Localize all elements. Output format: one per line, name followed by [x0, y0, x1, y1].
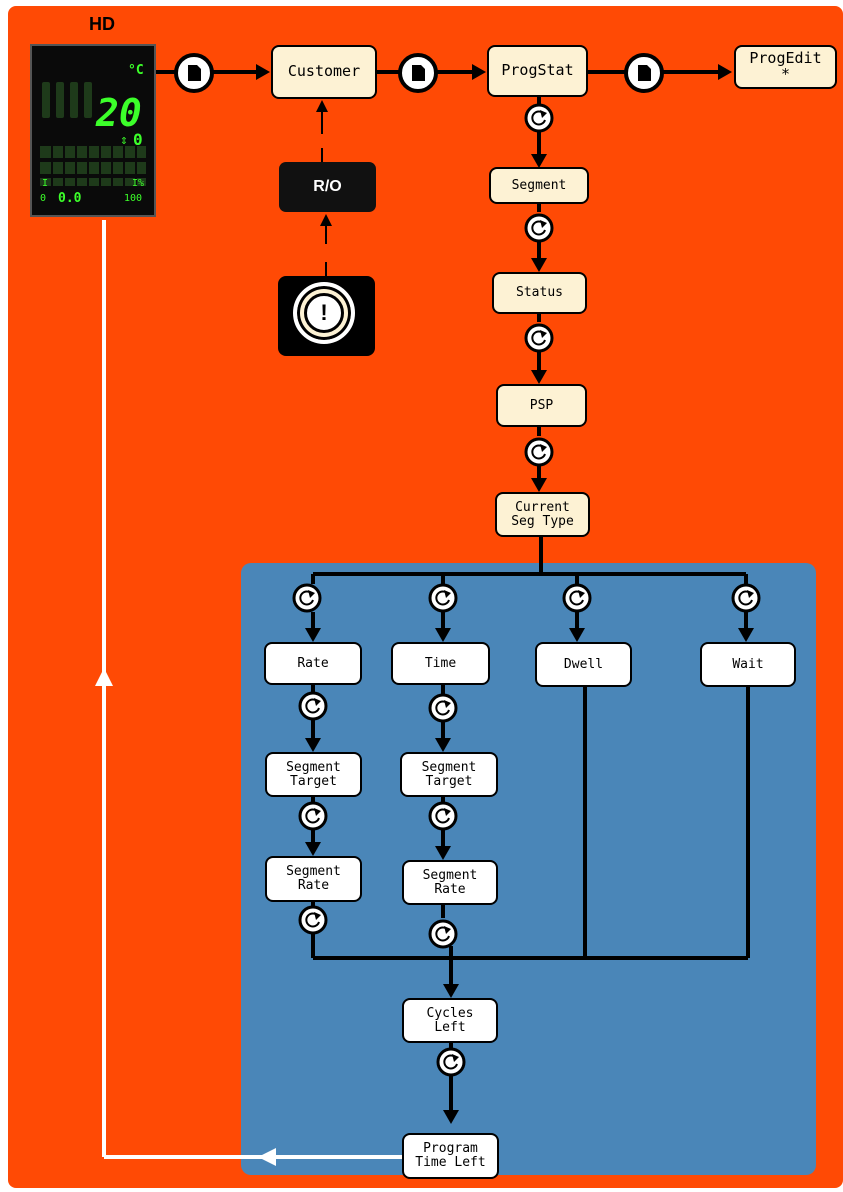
display-unit: °C [128, 63, 144, 78]
page-button-2[interactable] [398, 53, 438, 93]
read-only-node: R/O [279, 162, 376, 212]
progstat-node: ProgStat [487, 45, 588, 97]
program-time-left-node: Program Time Left [402, 1133, 499, 1179]
scroll-button[interactable] [524, 323, 554, 353]
scroll-button[interactable] [731, 583, 761, 613]
display-setpoint-arrow-icon: ⇕ [120, 133, 128, 148]
scroll-button[interactable] [428, 919, 458, 949]
rate-node: Rate [264, 642, 362, 685]
page-button-1[interactable] [174, 53, 214, 93]
scroll-button[interactable] [298, 801, 328, 831]
scroll-icon [531, 110, 546, 126]
bargraph [40, 146, 146, 186]
rate-segment-target-node: Segment Target [265, 752, 362, 797]
cycles-left-node: Cycles Left [402, 998, 498, 1043]
scroll-button[interactable] [524, 437, 554, 467]
display-scale-min: 0 [40, 193, 46, 204]
alert-icon: ! [293, 282, 355, 344]
psp-node: PSP [496, 384, 587, 427]
scroll-button[interactable] [428, 801, 458, 831]
diagram-title: HD [89, 14, 115, 34]
rate-segment-rate-node: Segment Rate [265, 856, 362, 902]
scroll-button[interactable] [292, 583, 322, 613]
scroll-icon [531, 330, 546, 346]
scroll-button[interactable] [436, 1047, 466, 1077]
scroll-icon [738, 590, 753, 606]
dwell-node: Dwell [535, 642, 632, 687]
scroll-button[interactable] [298, 905, 328, 935]
scroll-icon [569, 590, 584, 606]
scroll-icon [443, 1054, 458, 1070]
page-icon [188, 65, 201, 81]
scroll-icon [435, 926, 450, 942]
scroll-icon [305, 808, 320, 824]
scroll-icon [435, 590, 450, 606]
scroll-button[interactable] [428, 583, 458, 613]
scroll-icon [435, 700, 450, 716]
scroll-icon [435, 808, 450, 824]
scroll-button[interactable] [298, 691, 328, 721]
scroll-button[interactable] [562, 583, 592, 613]
scroll-button[interactable] [524, 213, 554, 243]
controller-display: °C 20 ⇕ 0 I I% 0 0.0 100 [30, 44, 156, 217]
page-button-3[interactable] [624, 53, 664, 93]
display-reading: 20 [95, 91, 142, 135]
display-bar-right: I% [132, 178, 144, 189]
page-icon [412, 65, 425, 81]
page-icon [638, 65, 651, 81]
display-bar-left: I [42, 178, 48, 189]
display-setpoint-value: 0 [133, 130, 143, 149]
wait-node: Wait [700, 642, 796, 687]
time-node: Time [391, 642, 490, 685]
display-scale-value: 0.0 [58, 191, 82, 206]
scroll-button[interactable] [524, 103, 554, 133]
scroll-button[interactable] [428, 693, 458, 723]
scroll-icon [531, 444, 546, 460]
segment-node: Segment [489, 167, 589, 204]
display-graphic: °C 20 ⇕ 0 I I% 0 0.0 100 [32, 46, 154, 215]
progedit-node: ProgEdit * [734, 45, 837, 89]
scroll-icon [299, 590, 314, 606]
alert-button[interactable]: ! [278, 276, 375, 356]
time-segment-rate-node: Segment Rate [402, 860, 498, 905]
scroll-icon [531, 220, 546, 236]
scroll-icon [305, 698, 320, 714]
status-node: Status [492, 272, 587, 314]
current-seg-type-node: Current Seg Type [495, 492, 590, 537]
time-segment-target-node: Segment Target [400, 752, 498, 797]
scroll-icon [305, 912, 320, 928]
display-scale-max: 100 [124, 193, 142, 204]
customer-node: Customer [271, 45, 377, 99]
alert-symbol: ! [304, 293, 344, 333]
